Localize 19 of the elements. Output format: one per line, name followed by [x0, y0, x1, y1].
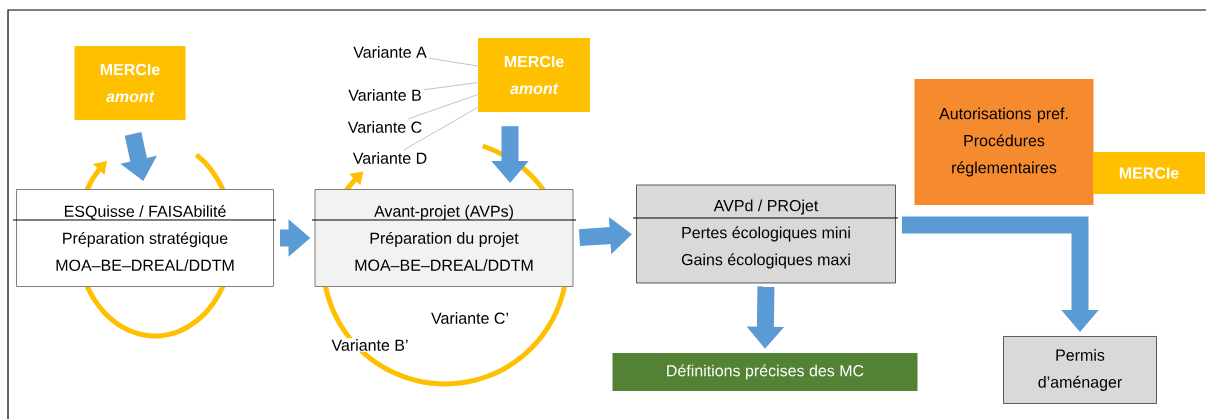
variant-label: Variante B’: [330, 338, 410, 352]
procedure-box: Autorisations pref. Procédures réglementaires: [914, 79, 1094, 205]
stage-box: Avant-projet (AVPs) Préparation du projet MOA–BE–DREAL/DDTM: [311, 189, 577, 287]
result-box: Permis d’aménager: [1003, 336, 1157, 404]
variant-label: Variante D: [352, 152, 427, 164]
result-box: Définitions précises des MC: [612, 353, 918, 391]
stage-box: MERCIe: [1093, 152, 1205, 194]
leader-line: [407, 94, 479, 120]
stage-box: MERCIe amont: [478, 38, 590, 112]
stage-box: AVPd / PROjet Pertes écologiques mini Gains écologiques maxi: [632, 184, 899, 284]
variant-label: Variante C: [347, 121, 422, 133]
leader-line: [428, 57, 479, 67]
leader-line: [423, 82, 479, 91]
stage-box: MERCIe amont: [74, 46, 186, 120]
variant-label: Variante A: [353, 46, 427, 58]
leader-line: [403, 106, 479, 151]
variant-label: Variante B: [348, 89, 421, 101]
variant-label: Variante C’: [430, 311, 510, 325]
stage-box: ESQuisse / FAISAbilité Préparation stratégique MOA–BE–DREAL/DDTM: [12, 189, 277, 287]
